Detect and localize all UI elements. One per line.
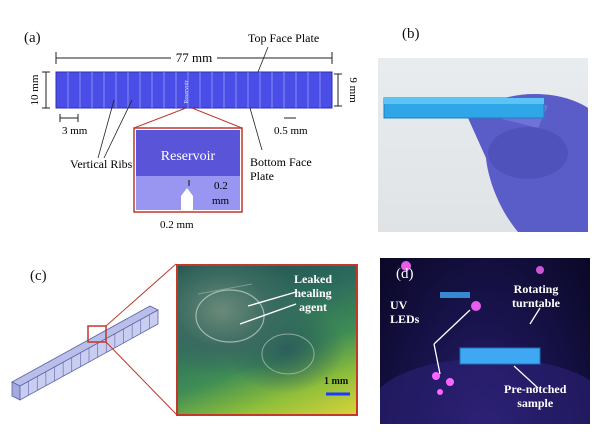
cad-model xyxy=(11,263,177,415)
annotation-arrow-2 xyxy=(239,303,297,325)
inset-reservoir-label: Reservoir xyxy=(161,149,216,164)
panel-c: (c) Leaked healing agent 1 mm xyxy=(0,250,372,436)
top-face-plate-label: Top Face Plate xyxy=(248,31,319,45)
height-right-label: 9 mm xyxy=(347,77,359,103)
length-label: 77 mm xyxy=(176,50,212,65)
specimen-body xyxy=(55,71,333,109)
rib-spacing-label: 3 mm xyxy=(62,125,88,137)
notch-width-label: 0.2 mm xyxy=(160,219,194,230)
zoom-box xyxy=(87,325,107,343)
pre-notched-sample xyxy=(459,347,541,365)
leaked-agent-label: Leaked healing agent xyxy=(294,272,333,314)
height-left-label: 10 mm xyxy=(29,74,41,105)
bottom-face-plate-label-line2: Plate xyxy=(250,169,274,183)
vertical-ribs xyxy=(67,72,321,108)
notch-height-label: 0.2 xyxy=(214,180,228,192)
specimen-schematic: 77 mm Top Face Plate Reservoir 10 mm 9 m… xyxy=(29,31,359,231)
panel-a: (a) 77 mm Top Face Plate Reservoir 10 mm… xyxy=(0,0,372,231)
notch xyxy=(181,188,193,210)
scale-bar-label: 1 mm xyxy=(324,376,349,387)
panel-a-label: (a) xyxy=(24,30,41,46)
rib-thickness-label: 0.5 mm xyxy=(274,125,308,137)
vertical-ribs-label: Vertical Ribs xyxy=(70,157,133,171)
panel-d: UV LEDs Rotating turntable Pre-notched s… xyxy=(380,258,590,424)
bottom-face-plate-label-line1: Bottom Face xyxy=(250,155,312,169)
panel-c-label: (c) xyxy=(30,268,47,284)
photo-uv-setup: UV LEDs Rotating turntable Pre-notched s… xyxy=(380,258,590,424)
reservoir-inset: Reservoir 0.2 mm xyxy=(133,127,243,213)
panel-b: (b) xyxy=(378,10,588,232)
reservoir-vertical-label: Reservoir xyxy=(184,80,190,103)
turntable-label: Rotating turntable xyxy=(512,282,560,310)
micrograph-leaked-agent: Leaked healing agent 1 mm xyxy=(176,264,358,416)
panel-b-label: (b) xyxy=(398,26,424,43)
notch-height-unit: mm xyxy=(212,195,230,207)
sample-label: Pre-notched sample xyxy=(504,382,567,410)
photo-specimen-in-hand xyxy=(378,58,588,232)
uv-leds-label: UV LEDs xyxy=(390,298,420,326)
annotation-arrow-1 xyxy=(247,291,297,307)
panel-d-label: (d) xyxy=(396,266,414,282)
